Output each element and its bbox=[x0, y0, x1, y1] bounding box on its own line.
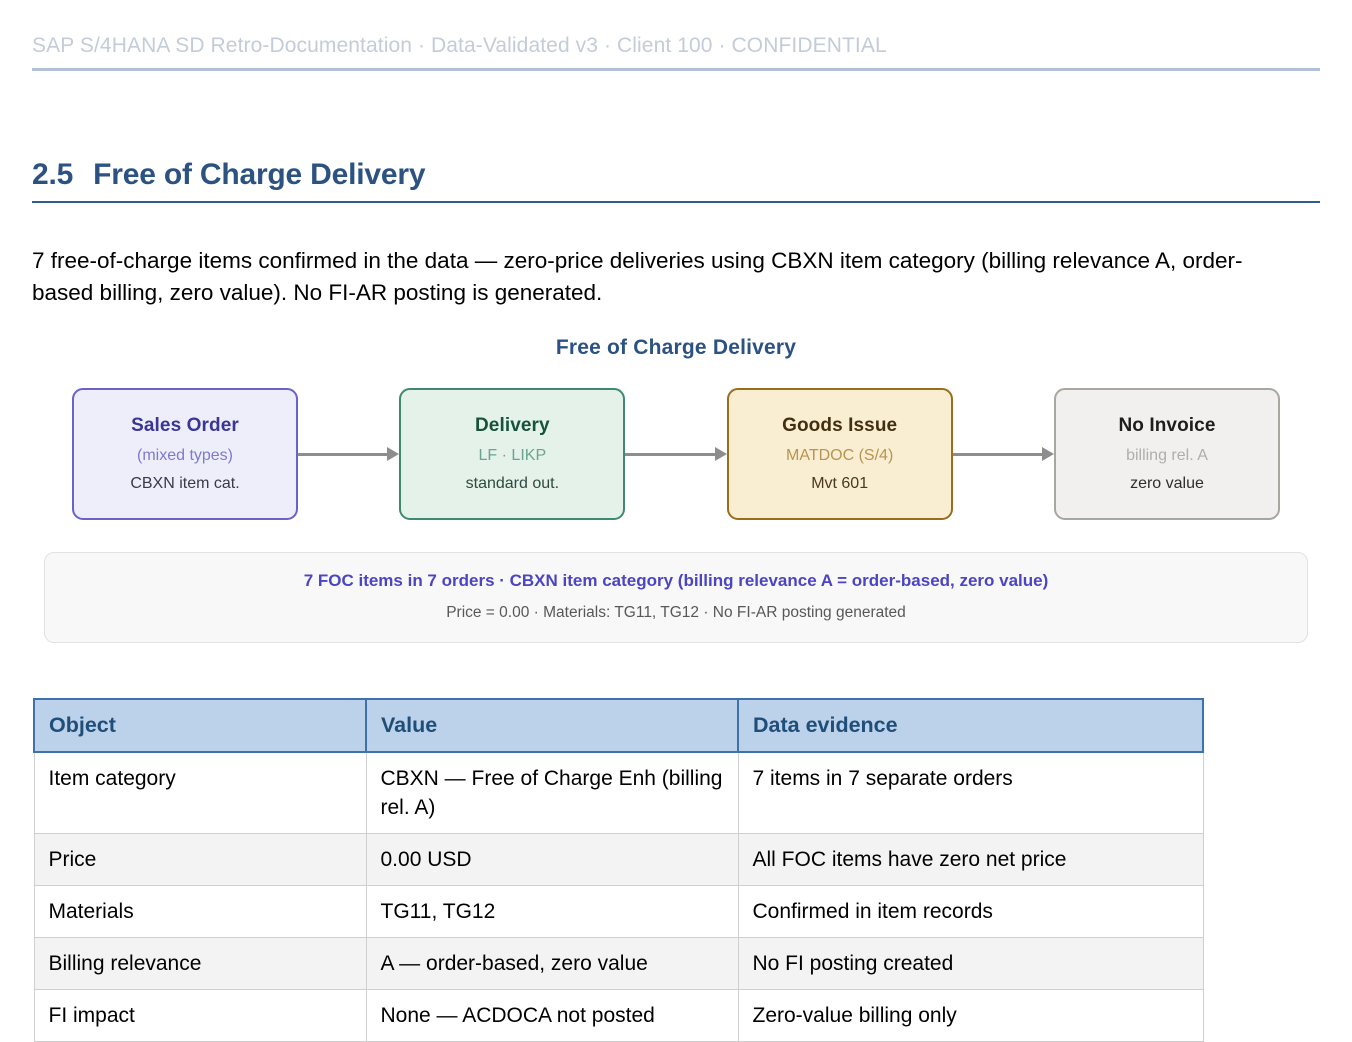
table-row: Materials TG11, TG12 Confirmed in item r… bbox=[33, 885, 1204, 938]
cell-object: FI impact bbox=[33, 989, 367, 1042]
flow-node-title: Goods Issue bbox=[782, 415, 898, 436]
flow-node-subtitle: billing rel. A bbox=[1126, 447, 1208, 464]
column-header-value: Value bbox=[365, 698, 739, 753]
cell-value: 0.00 USD bbox=[365, 833, 739, 886]
flow-node-sales-order: Sales Order (mixed types) CBXN item cat. bbox=[72, 388, 298, 520]
flow-node-subtitle: (mixed types) bbox=[136, 447, 234, 464]
flow-node-note: zero value bbox=[1130, 475, 1204, 492]
flow-node-title: No Invoice bbox=[1118, 415, 1216, 436]
table-row: FI impact None — ACDOCA not posted Zero-… bbox=[33, 989, 1204, 1042]
flow-node-subtitle: MATDOC (S/4) bbox=[786, 447, 894, 464]
callout-secondary-text: Price = 0.00 · Materials: TG11, TG12 · N… bbox=[446, 604, 906, 621]
flow-node-goods-issue: Goods Issue MATDOC (S/4) Mvt 601 bbox=[726, 388, 953, 520]
cell-evidence: Confirmed in item records bbox=[737, 885, 1204, 938]
cell-value: None — ACDOCA not posted bbox=[365, 989, 739, 1042]
flow-node-note: standard out. bbox=[465, 475, 560, 492]
cell-evidence: No FI posting created bbox=[737, 937, 1204, 990]
cell-object: Price bbox=[33, 833, 367, 886]
cell-value: A — order-based, zero value bbox=[365, 937, 739, 990]
flow-arrow-icon bbox=[298, 447, 400, 461]
diagram-summary-callout: 7 FOC items in 7 orders · CBXN item cate… bbox=[44, 552, 1308, 643]
flow-node-row: Sales Order (mixed types) CBXN item cat.… bbox=[32, 388, 1320, 520]
document-running-header: SAP S/4HANA SD Retro-Documentation · Dat… bbox=[32, 34, 1320, 71]
cell-object: Materials bbox=[33, 885, 367, 938]
cell-object: Item category bbox=[33, 751, 367, 834]
cell-evidence: All FOC items have zero net price bbox=[737, 833, 1204, 886]
cell-evidence: 7 items in 7 separate orders bbox=[737, 751, 1204, 834]
section-heading: 2.5 Free of Charge Delivery bbox=[32, 158, 1320, 203]
flow-node-title: Delivery bbox=[474, 415, 550, 436]
flow-node-subtitle: LF · LIKP bbox=[478, 447, 547, 464]
diagram-title: Free of Charge Delivery bbox=[555, 336, 797, 359]
table-header-row: Object Value Data evidence bbox=[33, 698, 1204, 753]
flow-arrow-icon bbox=[625, 447, 727, 461]
table-row: Price 0.00 USD All FOC items have zero n… bbox=[33, 833, 1204, 886]
flow-node-no-invoice: No Invoice billing rel. A zero value bbox=[1053, 388, 1280, 520]
process-flow-diagram: Free of Charge Delivery Sales Order (mix… bbox=[32, 336, 1320, 643]
cell-object: Billing relevance bbox=[33, 937, 367, 990]
section-number: 2.5 bbox=[32, 158, 74, 191]
column-header-object: Object bbox=[33, 698, 367, 753]
cell-evidence: Zero-value billing only bbox=[737, 989, 1204, 1042]
cell-value: TG11, TG12 bbox=[365, 885, 739, 938]
table-row: Item category CBXN — Free of Charge Enh … bbox=[33, 751, 1204, 834]
cell-value: CBXN — Free of Charge Enh (billing rel. … bbox=[365, 751, 739, 834]
flow-node-note: Mvt 601 bbox=[811, 475, 869, 492]
section-intro-paragraph: 7 free-of-charge items confirmed in the … bbox=[32, 247, 1243, 305]
callout-primary-text: 7 FOC items in 7 orders · CBXN item cate… bbox=[303, 571, 1049, 590]
running-header-text: SAP S/4HANA SD Retro-Documentation · Dat… bbox=[32, 34, 887, 57]
table-row: Billing relevance A — order-based, zero … bbox=[33, 937, 1204, 990]
column-header-evidence: Data evidence bbox=[737, 698, 1204, 753]
data-evidence-table: Object Value Data evidence Item category… bbox=[33, 698, 1204, 1042]
flow-node-note: CBXN item cat. bbox=[130, 475, 240, 492]
flow-arrow-icon bbox=[952, 447, 1055, 461]
flow-node-delivery: Delivery LF · LIKP standard out. bbox=[399, 388, 626, 520]
flow-node-title: Sales Order bbox=[131, 415, 239, 436]
page-title: Free of Charge Delivery bbox=[93, 158, 426, 191]
